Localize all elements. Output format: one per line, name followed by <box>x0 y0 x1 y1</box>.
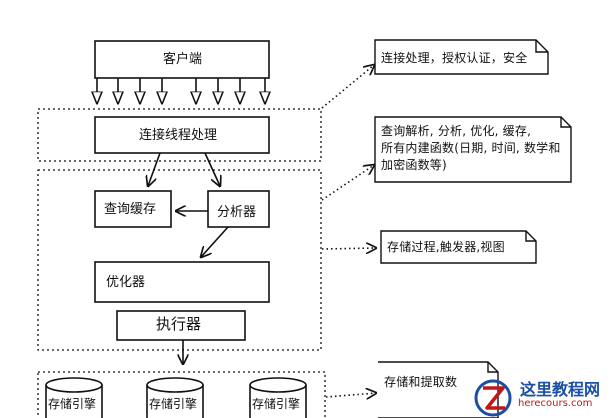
query-cache-label: 查询缓存 <box>104 202 157 217</box>
note-storage-text: 存储和提取数 <box>384 375 458 389</box>
connection-thread-box <box>94 116 270 154</box>
watermark-site-url: herecours.com <box>518 398 593 409</box>
storage-layer-frame <box>37 371 326 418</box>
optimizer-box <box>94 261 270 303</box>
note-connection-shape <box>374 39 549 75</box>
parser-box <box>207 190 270 228</box>
note-routines-text: 存储过程,触发器,视图 <box>387 240 505 254</box>
connection-layer-frame <box>37 108 322 162</box>
optimizer-label: 优化器 <box>106 275 146 290</box>
note-parse-line-3: 加密函数等) <box>381 158 447 172</box>
client-label: 客户端 <box>163 52 203 67</box>
note-routines-shape <box>380 230 537 264</box>
note-connection-text: 连接处理，授权认证，安全 <box>381 51 528 65</box>
note-parse-line-2: 所有内建函数(日期, 时间, 数学和 <box>381 141 561 155</box>
internal-flow-arrows <box>148 152 229 364</box>
client-connection-arrows <box>97 78 265 103</box>
watermark-site-name: 这里教程网 <box>520 380 601 399</box>
server-layer-frame <box>37 169 322 351</box>
parser-label: 分析器 <box>217 205 257 220</box>
note-connectors <box>321 65 376 397</box>
note-parse-shape <box>374 116 572 183</box>
storage-engine-cylinder-2 <box>146 377 204 418</box>
executor-label: 执行器 <box>156 315 202 333</box>
storage-engine-label-3: 存储引擎 <box>252 397 301 411</box>
connection-thread-label: 连接线程处理 <box>139 128 218 143</box>
client-box <box>94 40 270 79</box>
executor-box <box>116 310 246 341</box>
note-parse-line-1: 查询解析, 分析, 优化, 缓存, <box>381 124 532 138</box>
note-storage-shape <box>378 361 499 418</box>
watermark-logo-icon <box>474 379 512 417</box>
storage-engine-label-2: 存储引擎 <box>149 397 198 411</box>
query-cache-box <box>94 190 172 228</box>
storage-engine-label-1: 存储引擎 <box>48 397 97 411</box>
storage-engine-cylinder-3 <box>249 377 307 418</box>
storage-engine-cylinder-1 <box>45 377 103 418</box>
